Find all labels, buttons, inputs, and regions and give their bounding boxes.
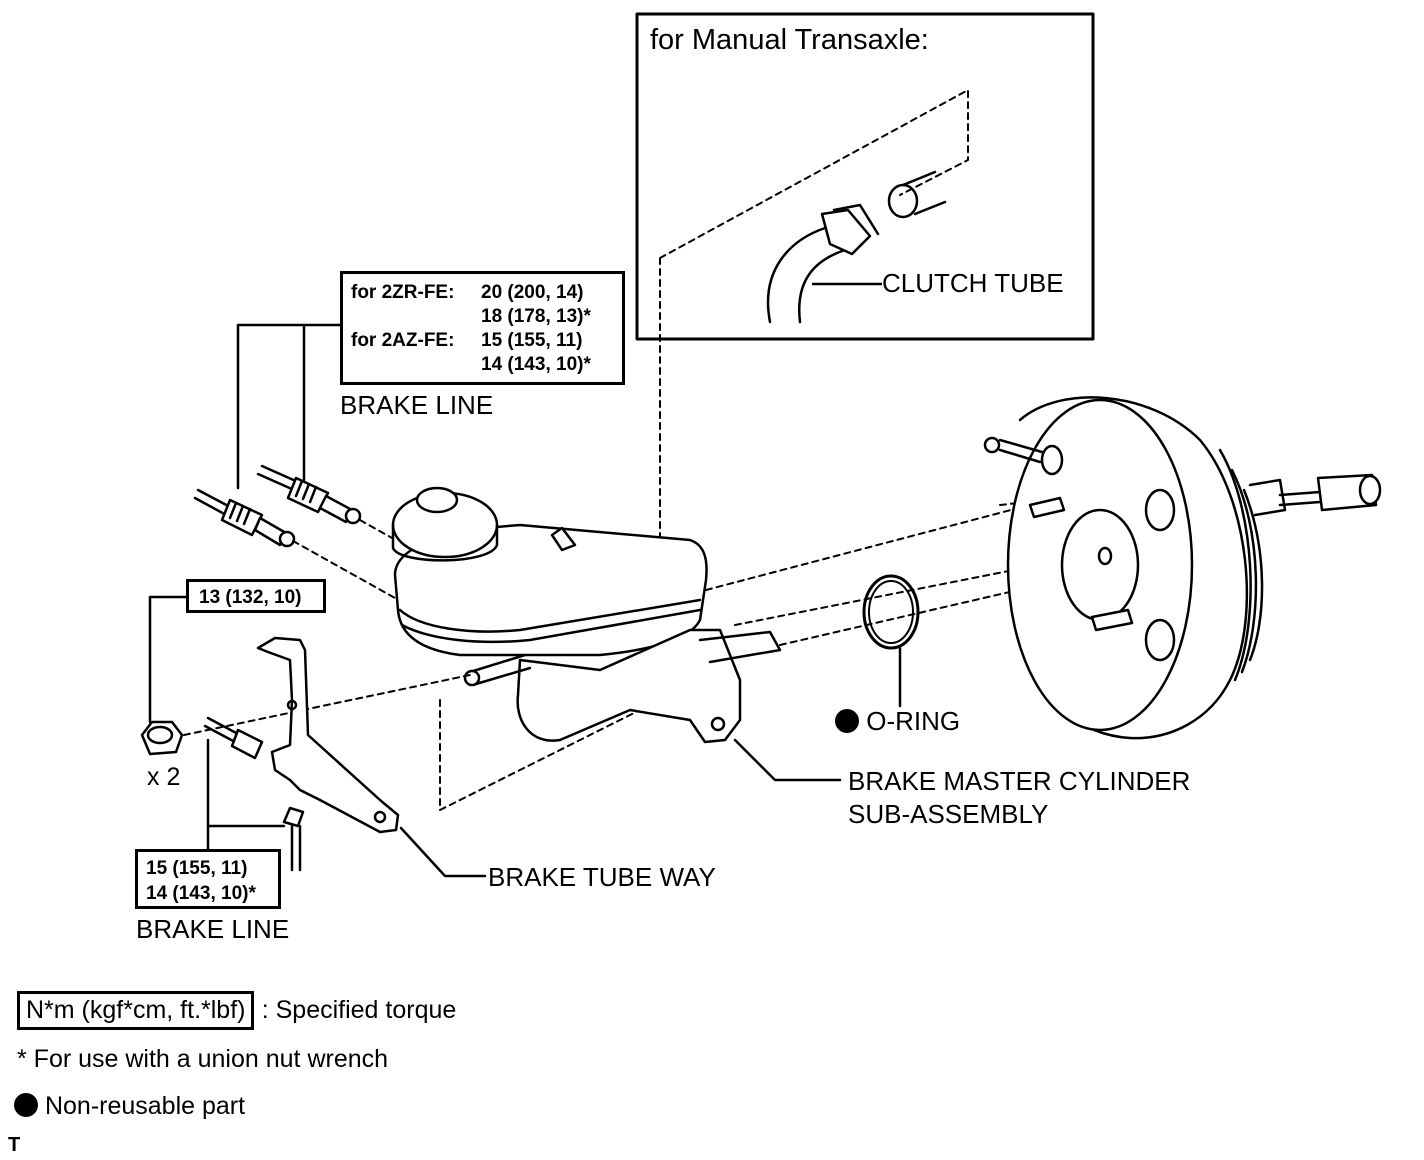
torque-2az-union-value: 14 (143, 10)*	[481, 354, 591, 375]
inset-frame	[635, 12, 1095, 341]
legend-non-reusable-text: Non-reusable part	[44, 1092, 246, 1120]
clutch-tube-label: CLUTCH TUBE	[882, 268, 1064, 298]
legend-torque-unit-box: N*m (kgf*cm, ft.*lbf)	[17, 991, 255, 1030]
brake-tube-way-drawing	[256, 636, 400, 834]
clutch-tube-leader	[812, 282, 882, 286]
legend-union-nut: * For use with a union nut wrench	[17, 1045, 389, 1073]
legend-torque-description: : Specified torque	[261, 996, 457, 1024]
master-cylinder-leader	[733, 738, 842, 782]
nut-torque-box: 13 (132, 10)	[186, 579, 326, 613]
brake-tube-way-label: BRAKE TUBE WAY	[488, 862, 716, 892]
top-torque-box: for 2ZR-FE: 20 (200, 14) 18 (178, 13)* f…	[340, 271, 625, 385]
brake-booster-drawing	[983, 396, 1382, 740]
top-brake-line-label: BRAKE LINE	[340, 390, 494, 420]
bottom-torque-union-value: 14 (143, 10)*	[146, 883, 256, 904]
bottom-brake-line-label: BRAKE LINE	[136, 914, 290, 944]
top-brake-line-leader	[236, 323, 344, 490]
legend-non-reusable: Non-reusable part	[14, 1092, 245, 1121]
nut-quantity: x 2	[147, 763, 181, 791]
nut-drawing	[140, 720, 184, 756]
legend-non-reusable-icon	[14, 1093, 38, 1117]
bottom-torque-value: 15 (155, 11)	[146, 858, 248, 879]
o-ring-drawing	[862, 574, 920, 650]
brake-line-fittings-top	[193, 464, 362, 548]
brake-line-fittings-bottom	[203, 716, 305, 872]
bottom-torque-box: 15 (155, 11) 14 (143, 10)*	[135, 849, 281, 909]
non-reusable-icon	[835, 709, 859, 733]
o-ring-label: O-RING	[835, 706, 960, 737]
master-cylinder-drawing	[391, 486, 782, 744]
clutch-tube-drawing	[766, 170, 947, 324]
torque-2az-label: for 2AZ-FE:	[351, 330, 455, 351]
nut-leader	[148, 595, 188, 724]
inset-title: for Manual Transaxle:	[650, 24, 929, 56]
torque-2zr-union-value: 18 (178, 13)*	[481, 306, 591, 327]
torque-2az-value: 15 (155, 11)	[481, 330, 583, 351]
corner-mark: T	[8, 1134, 21, 1156]
inset-dashed-outline	[439, 89, 969, 811]
master-cylinder-label-line2: SUB-ASSEMBLY	[848, 799, 1049, 829]
bottom-brake-line-leader	[206, 738, 286, 852]
o-ring-text: O-RING	[866, 706, 961, 736]
nut-torque-value: 13 (132, 10)	[199, 587, 302, 608]
torque-2zr-value: 20 (200, 14)	[481, 282, 584, 303]
legend-torque: N*m (kgf*cm, ft.*lbf) : Specified torque	[17, 991, 456, 1030]
master-cylinder-label-line1: BRAKE MASTER CYLINDER	[848, 766, 1191, 796]
torque-2zr-label: for 2ZR-FE:	[351, 282, 455, 303]
